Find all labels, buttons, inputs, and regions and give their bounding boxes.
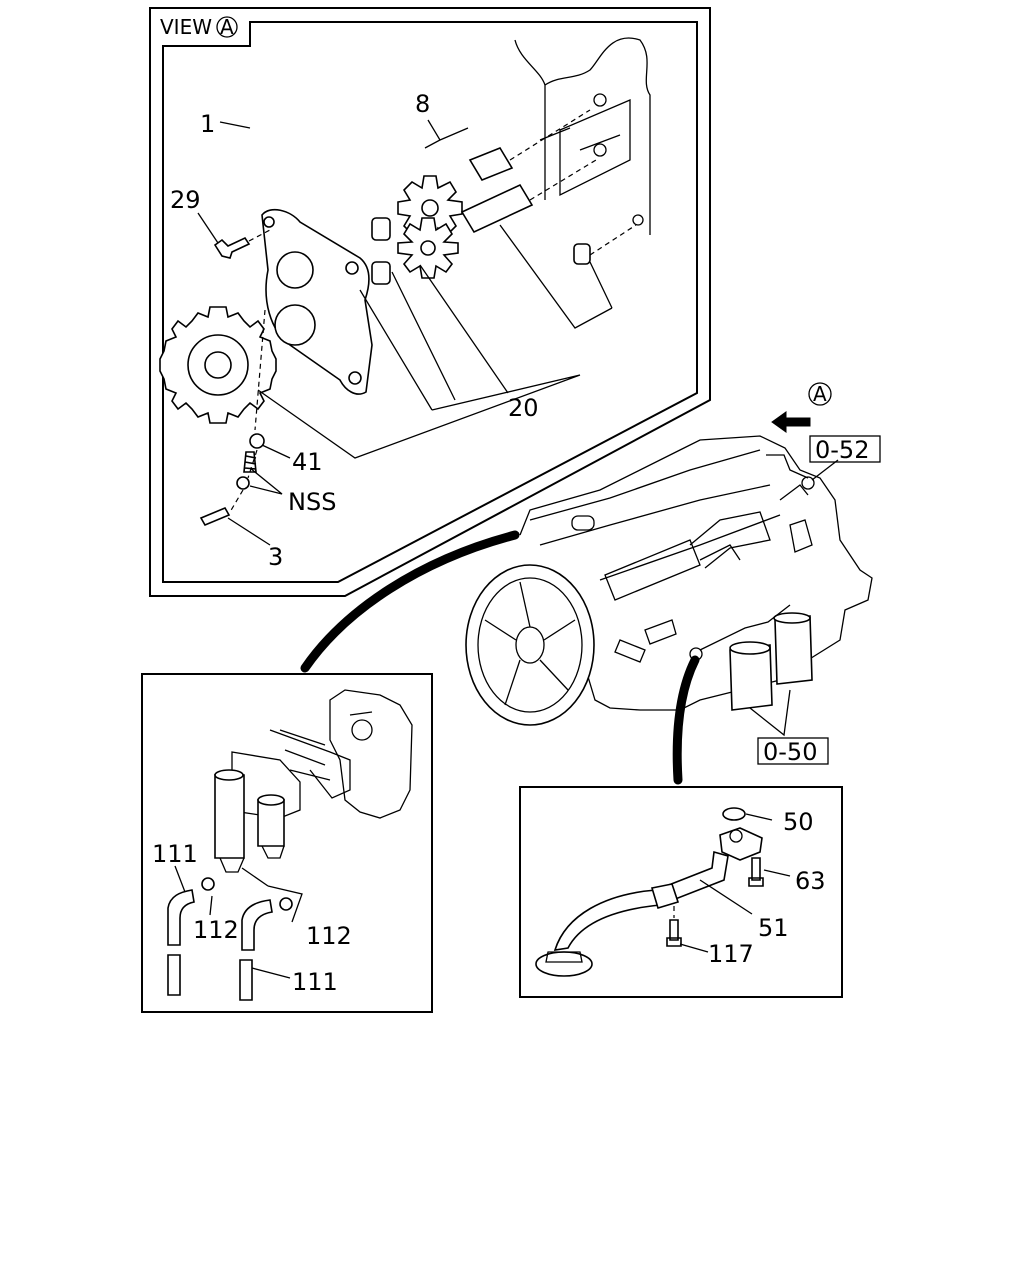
callout-arc-filters [300, 530, 520, 673]
leader-1 [219, 121, 251, 129]
filter-cartridge-right [257, 799, 285, 847]
engine-oil-filters [689, 604, 813, 711]
ref-label-0-50: 0-50 [763, 738, 817, 766]
strainer-detail-panel: 50 63 51 117 [519, 786, 843, 998]
flywheel [465, 564, 595, 726]
leader-29 [197, 212, 219, 244]
relief-valve-ball [249, 433, 265, 449]
view-a-panel: VIEW A [149, 7, 711, 597]
leader-20 [359, 224, 613, 411]
relief-valve-spring [243, 451, 257, 473]
label-part-20: 20 [508, 394, 539, 422]
filter-right-top [257, 794, 285, 806]
leader-41 [261, 444, 291, 459]
dipstick-tube [766, 454, 809, 479]
pump-bolt-hole-3 [263, 216, 275, 228]
label-112-left: 112 [193, 916, 239, 944]
engine-hole-3 [632, 214, 644, 226]
oil-filler-cap [571, 515, 595, 531]
label-63: 63 [795, 867, 826, 895]
label-part-3: 3 [268, 543, 283, 571]
engine-head-line [529, 449, 781, 581]
bushing-2 [371, 261, 391, 285]
bolt-63 [748, 857, 764, 887]
view-a-title: VIEW [160, 15, 212, 39]
leader-117 [679, 943, 709, 953]
leader-gear-bracket [257, 374, 581, 459]
label-nss: NSS [288, 488, 336, 516]
pump-bore-upper [276, 251, 314, 289]
pin-3 [199, 506, 231, 527]
label-111-bottom: 111 [292, 968, 338, 996]
bolt-117 [666, 919, 682, 947]
bolt-29 [213, 236, 251, 259]
oil-pump-body [261, 208, 373, 395]
label-112-right: 112 [306, 922, 352, 950]
drive-gear [159, 306, 277, 424]
ref-box-0-52 [809, 435, 881, 463]
engine-illustration: A 0-52 0-50 [300, 382, 881, 785]
pump-bore-lower [274, 304, 316, 346]
label-117: 117 [708, 940, 754, 968]
pump-bolt-hole-2 [348, 371, 362, 385]
label-51: 51 [758, 914, 789, 942]
label-50: 50 [783, 808, 814, 836]
callout-arc-strainer [672, 655, 700, 785]
leader-0-50 [749, 689, 791, 737]
rotor-gear-lower [397, 217, 459, 279]
filter-cartridge-left [214, 774, 245, 859]
engine-body-outline [519, 435, 873, 711]
ref-label-0-52: 0-52 [815, 436, 869, 464]
engine-manifold [604, 511, 771, 601]
view-a-arrow [771, 411, 811, 433]
bushing-1 [371, 217, 391, 241]
filter-dashes [279, 729, 331, 781]
dowel-pin [573, 243, 591, 265]
relief-valve-plunger [236, 476, 250, 490]
view-a-circle [216, 16, 238, 38]
label-part-29: 29 [170, 186, 201, 214]
leader-50 [745, 813, 773, 821]
filter-left-top [214, 769, 244, 781]
oil-strainer-pipe-51 [553, 850, 729, 951]
hose-111-upper [167, 889, 195, 946]
label-part-1: 1 [200, 110, 215, 138]
leader-nss [249, 467, 283, 495]
leader-63 [763, 869, 791, 877]
view-arrow-letter: A [813, 382, 827, 406]
engine-hole-2 [593, 143, 607, 157]
clamp-112-left [201, 877, 215, 891]
hose-111-center [241, 899, 273, 951]
label-111-top: 111 [152, 840, 198, 868]
view-a-letter: A [220, 15, 234, 39]
shaft-upper [468, 147, 514, 181]
shaft-long [460, 183, 534, 234]
clamp-leaders [209, 867, 303, 923]
o-ring-50 [722, 807, 746, 821]
clamp-112-right [279, 897, 293, 911]
hose-111-lower-right [239, 959, 253, 1001]
filter-detail-panel: 111 112 112 111 [141, 673, 433, 1013]
label-part-8: 8 [415, 90, 430, 118]
flange-hole [729, 829, 743, 843]
engine-block-outline [514, 37, 651, 235]
hose-111-lower-left [167, 954, 181, 996]
label-part-41: 41 [292, 448, 323, 476]
leader-111-bottom [251, 967, 291, 979]
engine-pipes [614, 484, 813, 663]
leader-8 [424, 119, 469, 149]
pump-bolt-hole-1 [345, 261, 359, 275]
leader-0-52 [811, 459, 839, 481]
leader-111-top [174, 865, 186, 893]
leader-51 [699, 879, 753, 915]
strainer-screen [535, 951, 593, 977]
filter-engine-block [329, 689, 413, 819]
ref-0-52-point [801, 476, 815, 490]
leader-3 [227, 517, 271, 546]
engine-hole-1 [593, 93, 607, 107]
view-arrow-circle [808, 382, 832, 406]
ref-box-0-50 [757, 737, 829, 765]
pipe-bracket [650, 883, 680, 909]
